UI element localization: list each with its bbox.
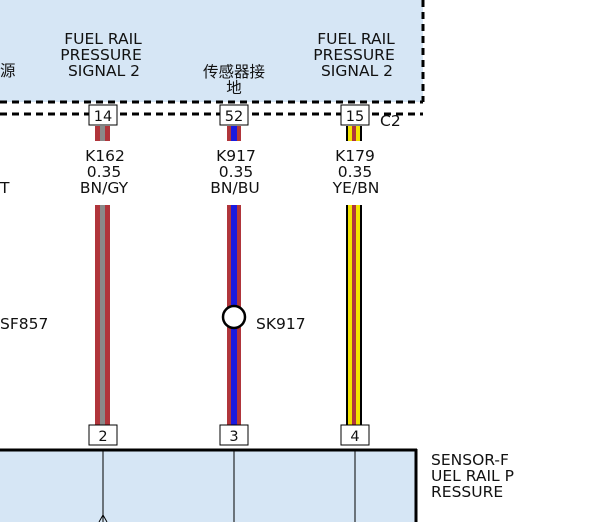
sensor-label-line2: UEL RAIL P: [431, 467, 514, 485]
sensor-internal-arrow: [98, 513, 108, 522]
col2-label-line2: 地: [226, 79, 242, 97]
bottom-pin-number-1: 2: [98, 429, 107, 445]
wire3-color-code: YE/BN: [332, 179, 380, 197]
sensor-component-box: [0, 449, 416, 522]
top-pin-box-1: [88, 104, 118, 126]
top-pin-number-1: 14: [94, 109, 112, 125]
wire2-gauge: 0.35: [219, 163, 254, 181]
wire3-gauge: 0.35: [338, 163, 373, 181]
connector-id-label: C2: [380, 112, 401, 130]
top-connector-box: [0, 0, 423, 102]
wire1-stub-stripe: [100, 126, 105, 141]
wire3-stripe: [352, 205, 356, 425]
wire3-stub-stripe: [352, 126, 356, 141]
top-pin-box-2: [219, 104, 249, 126]
sensor-label-line1: SENSOR-F: [431, 451, 509, 469]
bottom-pin-box-2: [219, 424, 249, 446]
col1-label-line1: FUEL RAIL: [64, 30, 142, 48]
bottom-pin-number-3: 4: [350, 429, 359, 445]
left-fragment-top: 源: [0, 62, 16, 80]
col3-label-line1: FUEL RAIL: [317, 30, 395, 48]
bottom-pin-box-1: [88, 424, 118, 446]
bottom-pin-box-3: [340, 424, 370, 446]
col2-label-line1: 传感器接: [203, 63, 265, 81]
top-pin-number-2: 52: [225, 109, 243, 125]
splice-label: SK917: [256, 315, 306, 333]
splice-point: [221, 304, 247, 330]
col3-label-line2: PRESSURE: [313, 46, 395, 64]
col1-label-line3: SIGNAL 2: [68, 62, 140, 80]
wire2-circuit: K917: [216, 147, 256, 165]
top-pin-box-3: [340, 104, 370, 126]
wire1-color-code: BN/GY: [80, 179, 129, 197]
wire2-stub-stripe: [231, 126, 237, 141]
sensor-label-line3: RESSURE: [431, 483, 503, 501]
left-fragment-splice: SF857: [0, 315, 48, 333]
left-fragment-mid: T: [0, 179, 10, 197]
col1-label-line2: PRESSURE: [60, 46, 142, 64]
wire2-color-code: BN/BU: [210, 179, 259, 197]
wire3-circuit: K179: [335, 147, 375, 165]
wire1-circuit: K162: [85, 147, 125, 165]
wire1-gauge: 0.35: [87, 163, 122, 181]
wire1-stripe: [100, 205, 105, 425]
col3-label-line3: SIGNAL 2: [321, 62, 393, 80]
bottom-pin-number-2: 3: [229, 429, 238, 445]
top-pin-number-3: 15: [346, 109, 364, 125]
